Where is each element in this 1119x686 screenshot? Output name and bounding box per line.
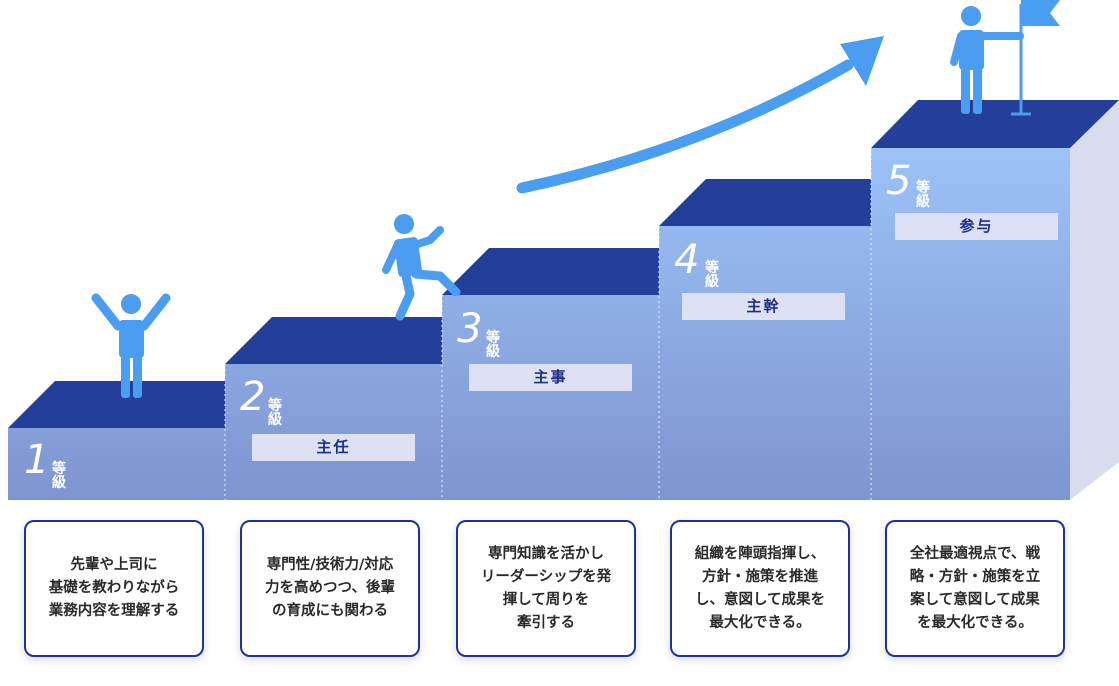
top-step-side-face: [1070, 100, 1119, 500]
description-line: 専門性/技術力/対応: [266, 557, 394, 573]
grade-number: 5: [886, 158, 912, 204]
role-label: 参与: [895, 213, 1058, 240]
step-3-front-face: [442, 295, 659, 500]
step-1-top-face: [8, 381, 272, 428]
grade-1-description: 先輩や上司に 基礎を教わりながら 業務内容を理解する: [24, 520, 204, 657]
description-line: 先輩や上司に: [70, 557, 158, 573]
grade-2-description: 専門性/技術力/対応 力を高めつつ、後輩 の育成にも関わる: [240, 520, 420, 657]
description-line: を最大化できる。: [917, 614, 1033, 631]
role-label: 主事: [469, 364, 632, 391]
role-label: 主任: [252, 434, 415, 461]
description-line: 牽引する: [517, 614, 575, 631]
step-3-top-face: [442, 248, 706, 295]
staircase-graphic: [8, 0, 1119, 500]
description-line: 揮して周りを: [502, 591, 590, 608]
step-4-top-face: [659, 179, 918, 226]
description-line: リーダーシップを発: [480, 568, 612, 585]
description-line: 力を高めつつ、後輩: [265, 580, 395, 596]
grade-unit: 等級: [52, 461, 66, 491]
grade-number: 3: [457, 306, 483, 352]
staircase-diagram: 1 等級 2 等級 主任 3 等級 主事 4 等級 主幹 5 等級 参与: [8, 0, 1119, 500]
description-line: 方針・施策を推進: [702, 568, 818, 585]
description-line: 全社最適視点で、戦: [910, 545, 1040, 562]
step-5-top-face: [871, 100, 1119, 148]
grade-unit: 等級: [705, 260, 719, 290]
grade-unit: 等級: [916, 180, 930, 210]
grade-unit: 等級: [268, 398, 282, 428]
description-line: 最大化できる。: [709, 614, 811, 631]
grade-number: 4: [674, 237, 700, 283]
grade-number: 2: [240, 374, 266, 420]
person-arms-raised-icon: [91, 293, 171, 398]
grade-unit: 等級: [486, 330, 500, 360]
description-line: 組織を陣頭指揮し、: [694, 545, 826, 562]
description-line: し、意図して成果を: [694, 591, 826, 608]
grade-4-description: 組織を陣頭指揮し、 方針・施策を推進 し、意図して成果を 最大化できる。: [670, 520, 850, 657]
role-label: 主幹: [682, 293, 845, 320]
description-line: 専門知識を活かし: [488, 545, 604, 562]
grade-number: 1: [24, 437, 50, 483]
grade-5-description: 全社最適視点で、戦 略・方針・施策を立 案して意図して成果 を最大化できる。: [885, 520, 1065, 657]
step-2-front-face: [225, 364, 442, 500]
step-4-front-face: [659, 226, 871, 500]
step-1-front-face: [8, 428, 225, 500]
description-line: 略・方針・施策を立: [909, 568, 1041, 585]
person-with-flag-icon: [950, 0, 1060, 116]
description-line: 業務内容を理解する: [48, 603, 180, 619]
description-line: 基礎を教わりながら: [48, 580, 180, 596]
upward-arrow-icon: [516, 36, 884, 194]
grade-3-description: 専門知識を活かし リーダーシップを発 揮して周りを 牽引する: [456, 520, 636, 657]
person-climbing-icon: [382, 214, 461, 321]
description-line: の育成にも関わる: [271, 603, 388, 619]
description-line: 案して意図して成果: [910, 591, 1040, 608]
step-5-front-face: [871, 148, 1070, 500]
step-2-top-face: [225, 317, 489, 364]
